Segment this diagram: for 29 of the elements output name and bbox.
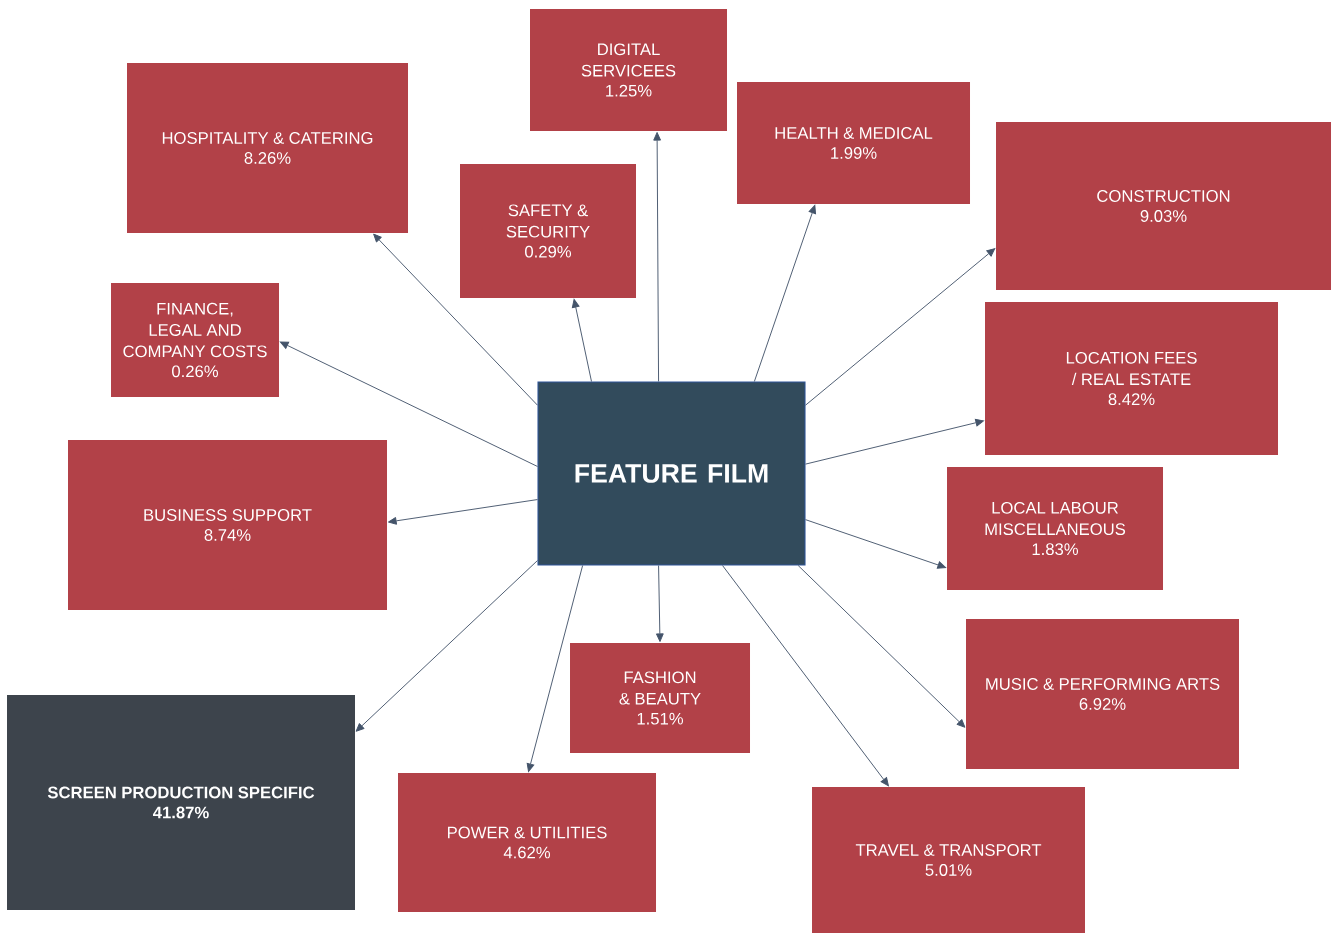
category-box: POWER & UTILITIES 4.62% — [398, 773, 656, 912]
category-box: FINANCE, LEGAL AND COMPANY COSTS 0.26% — [111, 283, 279, 397]
category-box: HOSPITALITY & CATERING 8.26% — [127, 63, 408, 233]
category-box: SCREEN PRODUCTION SPECIFIC 41.87% — [7, 695, 355, 910]
category-box: FASHION & BEAUTY 1.51% — [570, 643, 750, 753]
category-box: DIGITAL SERVICEES 1.25% — [530, 9, 727, 131]
arrow — [355, 560, 538, 732]
category-box: SAFETY & SECURITY 0.29% — [460, 164, 636, 298]
category-box: CONSTRUCTION 9.03% — [996, 122, 1331, 290]
arrow — [279, 341, 538, 467]
arrow — [571, 298, 592, 382]
arrow — [526, 565, 584, 773]
category-box: BUSINESS SUPPORT 8.74% — [68, 440, 387, 610]
category-box: LOCAL LABOUR MISCELLANEOUS 1.83% — [947, 467, 1163, 590]
arrow — [753, 204, 817, 382]
category-box: MUSIC & PERFORMING ARTS 6.92% — [966, 619, 1239, 769]
arrow — [805, 519, 947, 569]
arrow — [655, 565, 664, 642]
arrow — [805, 418, 985, 465]
arrow — [797, 565, 966, 728]
category-box: FEATURE FILM — [537, 381, 806, 566]
arrow — [653, 132, 661, 382]
arrow — [373, 233, 538, 406]
arrow — [805, 248, 996, 406]
category-box: LOCATION FEES / REAL ESTATE 8.42% — [985, 302, 1278, 455]
arrow — [387, 499, 538, 525]
category-box: TRAVEL & TRANSPORT 5.01% — [812, 787, 1085, 933]
category-box: HEALTH & MEDICAL 1.99% — [737, 82, 970, 204]
arrow — [722, 565, 889, 787]
